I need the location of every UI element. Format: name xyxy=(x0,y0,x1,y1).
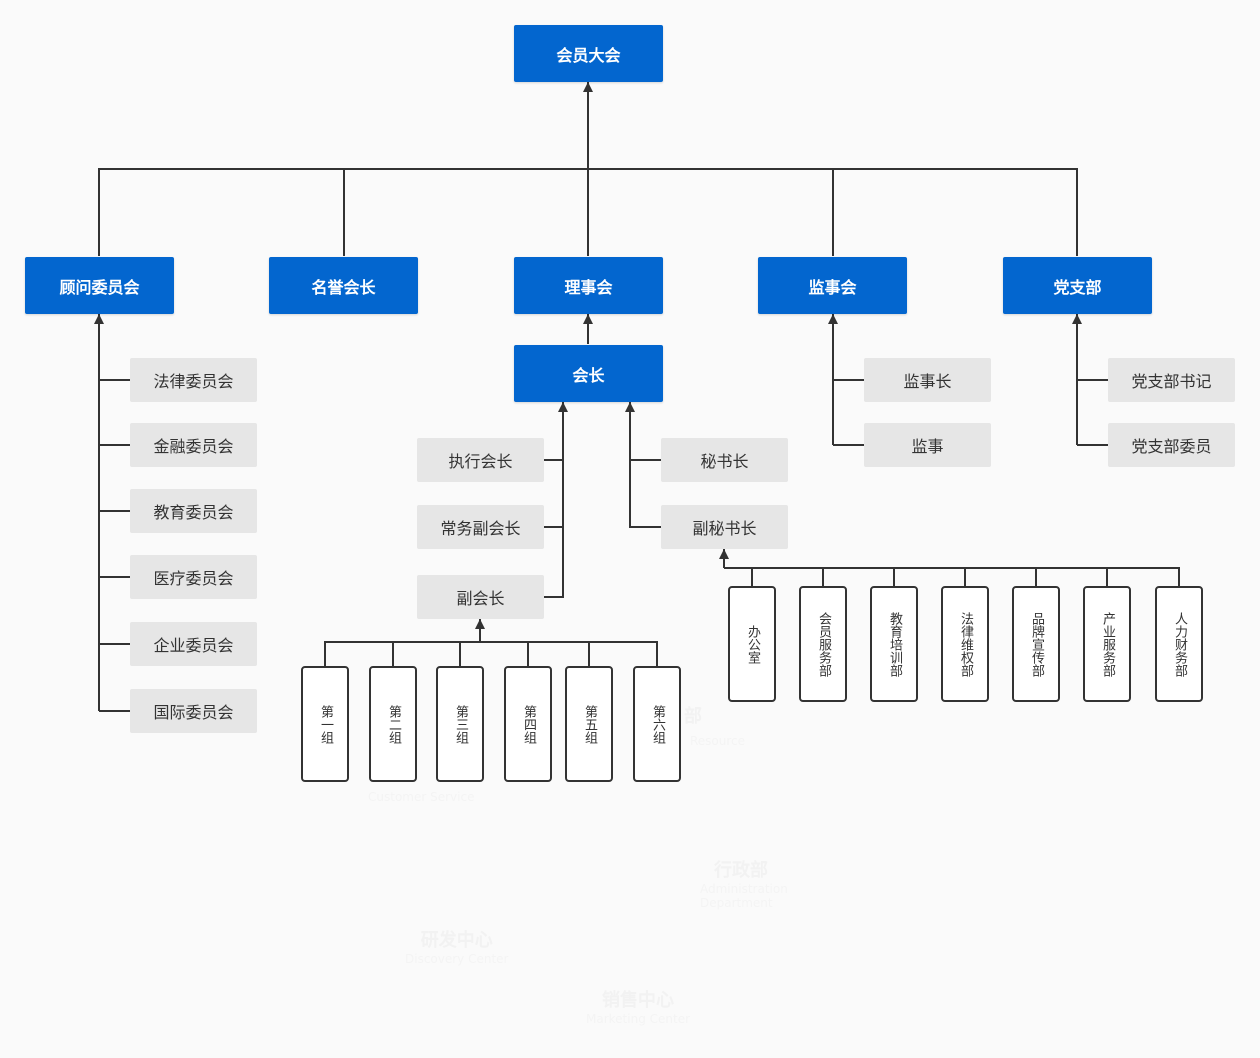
department-box-label: 法律维权部 xyxy=(958,611,973,677)
president-right-item-label: 副秘书长 xyxy=(692,519,757,538)
group-box: 第二组 xyxy=(369,666,417,782)
president-right-item: 秘书长 xyxy=(661,438,788,482)
node-honorary: 名誉会长 xyxy=(269,257,418,314)
president-left-item-label: 常务副会长 xyxy=(440,519,521,538)
president-left-item-label: 副会长 xyxy=(456,589,505,608)
advisory-item: 国际委员会 xyxy=(130,689,257,733)
connector-president-right-spine xyxy=(625,402,661,528)
advisory-item: 企业委员会 xyxy=(130,622,257,666)
president-left-item: 副会长 xyxy=(417,575,544,619)
supervisory-item-label: 监事 xyxy=(911,437,944,456)
president-left-item: 常务副会长 xyxy=(417,505,544,549)
advisory-item: 教育委员会 xyxy=(130,489,257,533)
faint-rd-label: 研发中心 Discovery Center xyxy=(405,930,509,966)
group-box: 第三组 xyxy=(436,666,484,782)
node-president-label: 会长 xyxy=(572,365,605,385)
node-council-label: 理事会 xyxy=(564,277,613,297)
faint-dept-fragment: 部 xyxy=(684,706,702,727)
department-box: 会员服务部 xyxy=(799,586,847,702)
faint-resource-fragment: Resource xyxy=(690,734,746,748)
advisory-item-label: 企业委员会 xyxy=(153,636,234,655)
group-box: 第四组 xyxy=(504,666,552,782)
advisory-item-label: 医疗委员会 xyxy=(153,569,234,588)
node-supervisory-label: 监事会 xyxy=(808,277,857,297)
node-party: 党支部 xyxy=(1003,257,1152,314)
president-right-item-label: 秘书长 xyxy=(700,452,749,471)
faint-service-fragment: Customer Service xyxy=(368,790,475,804)
department-box: 人力财务部 xyxy=(1155,586,1203,702)
group-box-label: 第五组 xyxy=(582,704,597,744)
group-box: 第一组 xyxy=(301,666,349,782)
group-box-label: 第四组 xyxy=(521,704,536,744)
advisory-item: 医疗委员会 xyxy=(130,555,257,599)
department-box-label: 产业服务部 xyxy=(1100,611,1115,677)
node-supervisory: 监事会 xyxy=(758,257,907,314)
department-box-label: 会员服务部 xyxy=(816,611,831,677)
faint-admin-label: 行政部 Administration Department xyxy=(700,860,788,910)
advisory-item-label: 金融委员会 xyxy=(153,437,234,456)
group-box: 第六组 xyxy=(633,666,681,782)
department-box: 产业服务部 xyxy=(1083,586,1131,702)
department-box-label: 品牌宣传部 xyxy=(1029,611,1044,677)
president-right-item: 副秘书长 xyxy=(661,505,788,549)
node-assembly: 会员大会 xyxy=(514,25,663,82)
supervisory-item: 监事长 xyxy=(864,358,991,402)
department-box: 办公室 xyxy=(728,586,776,702)
advisory-item-label: 法律委员会 xyxy=(153,372,234,391)
department-box-label: 教育培训部 xyxy=(887,611,902,677)
node-president: 会长 xyxy=(514,345,663,402)
advisory-item: 金融委员会 xyxy=(130,423,257,467)
advisory-item-label: 国际委员会 xyxy=(153,703,234,722)
president-left-item-label: 执行会长 xyxy=(448,452,513,471)
node-council: 理事会 xyxy=(514,257,663,314)
node-honorary-label: 名誉会长 xyxy=(311,277,376,297)
party-item-label: 党支部书记 xyxy=(1131,372,1212,391)
node-party-label: 党支部 xyxy=(1053,277,1102,297)
party-item: 党支部书记 xyxy=(1108,358,1235,402)
supervisory-item: 监事 xyxy=(864,423,991,467)
group-box-label: 第三组 xyxy=(453,704,468,744)
party-item: 党支部委员 xyxy=(1108,423,1235,467)
department-box-label: 办公室 xyxy=(745,624,760,664)
group-box-label: 第一组 xyxy=(318,704,333,744)
node-assembly-label: 会员大会 xyxy=(556,45,621,65)
president-left-item: 执行会长 xyxy=(417,438,544,482)
group-box: 第五组 xyxy=(565,666,613,782)
department-box: 品牌宣传部 xyxy=(1012,586,1060,702)
party-item-label: 党支部委员 xyxy=(1131,437,1212,456)
department-box: 法律维权部 xyxy=(941,586,989,702)
connector-groups-bus xyxy=(324,641,658,666)
department-box-label: 人力财务部 xyxy=(1172,611,1187,677)
group-box-label: 第二组 xyxy=(386,704,401,744)
advisory-item: 法律委员会 xyxy=(130,358,257,402)
faint-marketing-label: 销售中心 Marketing Center xyxy=(586,990,691,1026)
group-box-label: 第六组 xyxy=(650,704,665,744)
advisory-item-label: 教育委员会 xyxy=(153,503,234,522)
connector-president-left-spine xyxy=(543,402,568,598)
department-box: 教育培训部 xyxy=(870,586,918,702)
node-advisory-label: 顾问委员会 xyxy=(59,277,140,297)
connector-top-bus xyxy=(98,168,1078,256)
supervisory-item-label: 监事长 xyxy=(903,372,952,391)
node-advisory: 顾问委员会 xyxy=(25,257,174,314)
